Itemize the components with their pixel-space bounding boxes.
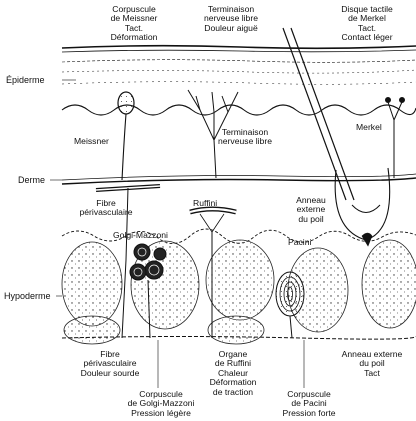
layer-label-epidermis: Épiderme xyxy=(6,75,45,85)
inline-label-golgi: Golgi-Mazzoni xyxy=(113,231,168,240)
top-label-free-nerve: Terminaison nerveuse libre Douleur aiguë xyxy=(188,5,274,33)
inline-label-ruffini: Ruffini xyxy=(193,199,217,208)
inline-label-perivascular: Fibre périvasculaire xyxy=(72,199,140,218)
bottom-label-pacini: Corpuscule de Pacini Pression forte xyxy=(266,390,352,418)
top-label-merkel-line: Contact léger xyxy=(320,33,414,42)
pacini-corpuscle xyxy=(276,272,304,338)
inline-label-free-nerve: Terminaison nerveuse libre xyxy=(212,128,278,147)
top-label-merkel: Disque tactile de Merkel Tact. Contact l… xyxy=(320,5,414,43)
top-label-meissner-line: Déformation xyxy=(93,33,175,42)
inline-label-perivascular-line: périvasculaire xyxy=(72,208,140,217)
top-label-meissner: Corpuscule de Meissner Tact. Déformation xyxy=(93,5,175,43)
dermo-epidermal-junction xyxy=(62,105,416,115)
inline-label-free-nerve-line: nerveuse libre xyxy=(212,137,278,146)
bottom-label-golgi-line: Pression légère xyxy=(114,409,208,418)
fat-lobules xyxy=(62,240,416,344)
layer-label-hypodermis: Hypoderme xyxy=(4,291,51,301)
merkel-disc xyxy=(386,98,405,179)
nerve-trunks xyxy=(62,174,416,184)
inline-label-hair-ring: Anneau externe du poil xyxy=(286,196,336,224)
meissner-corpuscle xyxy=(118,92,134,180)
inline-label-hair-ring-line: du poil xyxy=(286,215,336,224)
layer-label-dermis: Derme xyxy=(18,175,45,185)
bottom-label-hair-ring: Anneau externe du poil Tact xyxy=(330,350,414,378)
bottom-label-ruffini: Organe de Ruffini Chaleur Déformation de… xyxy=(198,350,268,397)
bottom-label-pacini-line: Pression forte xyxy=(266,409,352,418)
bottom-label-perivascular: Fibre périvasculaire Douleur sourde xyxy=(68,350,152,378)
bottom-label-perivascular-line: Douleur sourde xyxy=(68,369,152,378)
epidermis-layer xyxy=(62,46,416,85)
inline-label-pacini: Pacini xyxy=(288,238,311,247)
bottom-label-golgi: Corpuscule de Golgi-Mazzoni Pression lég… xyxy=(114,390,208,418)
bottom-label-ruffini-line: de traction xyxy=(198,388,268,397)
bottom-label-hair-ring-line: Tact xyxy=(330,369,414,378)
inline-label-merkel: Merkel xyxy=(356,123,382,132)
top-label-free-nerve-line: Douleur aiguë xyxy=(188,24,274,33)
inline-label-meissner: Meissner xyxy=(74,137,109,146)
